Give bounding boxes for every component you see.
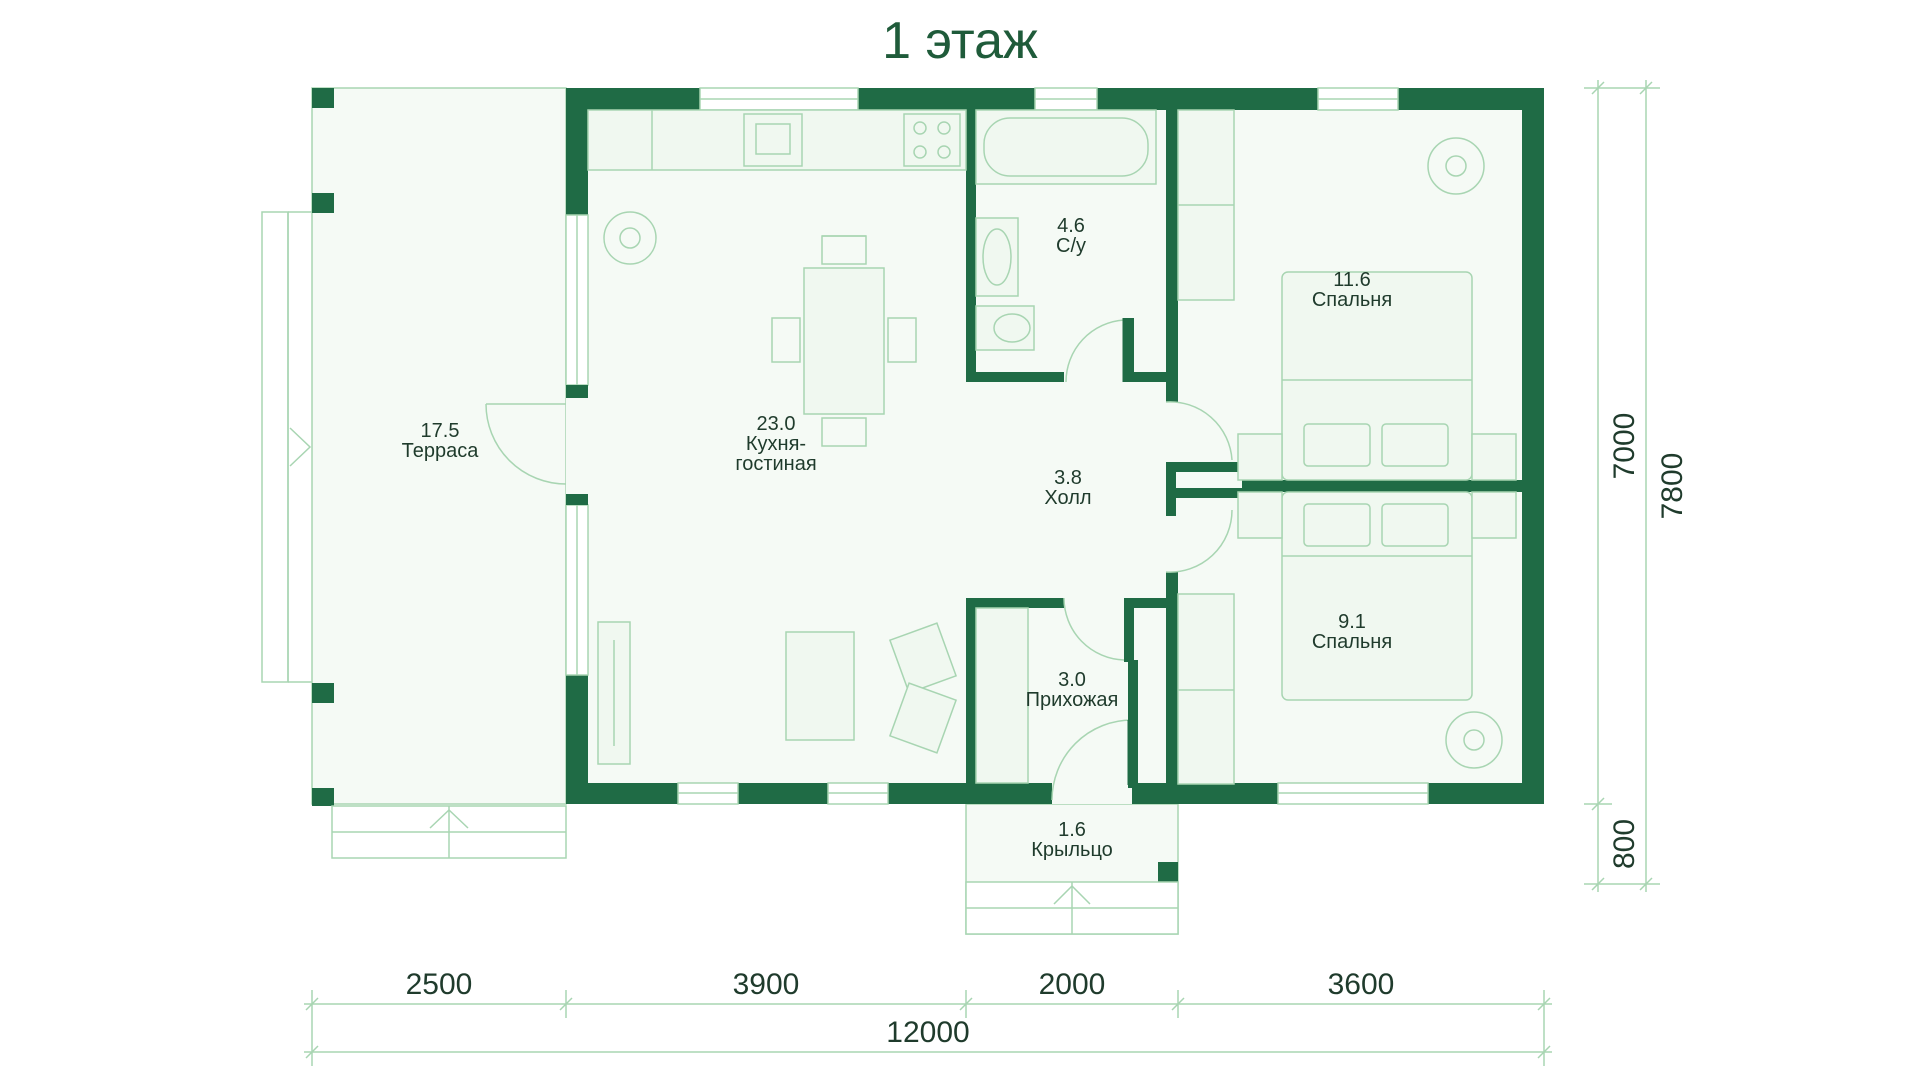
wardrobe-bedroom1 bbox=[1177, 109, 1235, 301]
hall-area: 3.8 bbox=[1054, 467, 1082, 489]
porch-post bbox=[1158, 862, 1178, 882]
entry-area: 3.0 bbox=[1058, 669, 1086, 691]
dim-total-depth: 7800 bbox=[1656, 453, 1689, 520]
terrace-post bbox=[312, 193, 334, 213]
dining-table bbox=[771, 235, 917, 447]
bathtub bbox=[975, 109, 1157, 185]
terrace-door-swing bbox=[485, 403, 567, 485]
coffee-table bbox=[785, 631, 855, 741]
dim-porch-depth: 800 bbox=[1608, 819, 1641, 869]
kitchen-name-2: гостиная bbox=[735, 453, 816, 475]
armchairs bbox=[888, 622, 958, 754]
dim-kitchen-width: 3900 bbox=[733, 968, 800, 1001]
windows bbox=[565, 87, 1429, 805]
bathroom-door-swing bbox=[1065, 319, 1125, 383]
nightstand bbox=[1471, 433, 1517, 481]
dim-bedroom-width: 3600 bbox=[1328, 968, 1395, 1001]
dim-house-depth: 7000 bbox=[1608, 413, 1641, 480]
dim-total-width: 12000 bbox=[886, 1016, 969, 1049]
bottom-dimensions bbox=[304, 990, 1552, 1066]
terrace-post bbox=[312, 788, 334, 806]
bathroom-area: 4.6 bbox=[1057, 215, 1085, 237]
bedroom1-door-swing bbox=[1165, 401, 1233, 461]
bedroom1-name: Спальня bbox=[1312, 289, 1392, 311]
bedroom2-name: Спальня bbox=[1312, 631, 1392, 653]
nightstand bbox=[1237, 433, 1283, 481]
bedroom1-area: 11.6 bbox=[1333, 269, 1370, 291]
terrace-name: Терраса bbox=[402, 440, 480, 462]
entry-door-swing bbox=[1051, 719, 1133, 801]
terrace-railing bbox=[261, 211, 289, 683]
kitchen-name-1: Кухня- bbox=[746, 433, 806, 455]
porch-steps bbox=[965, 881, 1179, 935]
dim-hall-width: 2000 bbox=[1039, 968, 1106, 1001]
interior-walls bbox=[966, 110, 1522, 804]
wardrobe-bedroom2 bbox=[1177, 593, 1235, 785]
nightstand bbox=[1471, 491, 1517, 539]
kitchen-area: 23.0 bbox=[757, 413, 796, 435]
plan-title: 1 этаж bbox=[882, 12, 1038, 70]
entry-door-swing-2 bbox=[1063, 597, 1125, 661]
hall-name: Холл bbox=[1044, 487, 1091, 509]
plant-kitchen bbox=[603, 211, 657, 265]
entry-wardrobe bbox=[975, 607, 1029, 784]
terrace-floor bbox=[311, 87, 567, 805]
bedroom2-door-swing bbox=[1165, 509, 1233, 573]
terrace-post bbox=[312, 683, 334, 703]
bathroom-name: С/у bbox=[1056, 235, 1086, 257]
terrace-door-opening bbox=[566, 398, 588, 494]
bed-bedroom1 bbox=[1281, 271, 1473, 481]
entry-name: Прихожая bbox=[1026, 689, 1119, 711]
porch-name: Крыльцо bbox=[1031, 839, 1113, 861]
bedroom2-area: 9.1 bbox=[1338, 611, 1366, 633]
kitchen-counter bbox=[587, 109, 967, 171]
right-dimensions bbox=[1584, 80, 1660, 892]
plant-bedroom2 bbox=[1445, 711, 1503, 769]
porch-area: 1.6 bbox=[1058, 819, 1086, 841]
plant-bedroom1 bbox=[1427, 137, 1485, 195]
terrace-post bbox=[312, 88, 334, 108]
sink-bath bbox=[975, 217, 1019, 297]
bed-bedroom2 bbox=[1281, 491, 1473, 701]
toilet bbox=[975, 305, 1035, 351]
dim-terrace-width: 2500 bbox=[406, 968, 473, 1001]
terrace-area: 17.5 bbox=[421, 420, 460, 442]
nightstand bbox=[1237, 491, 1283, 539]
